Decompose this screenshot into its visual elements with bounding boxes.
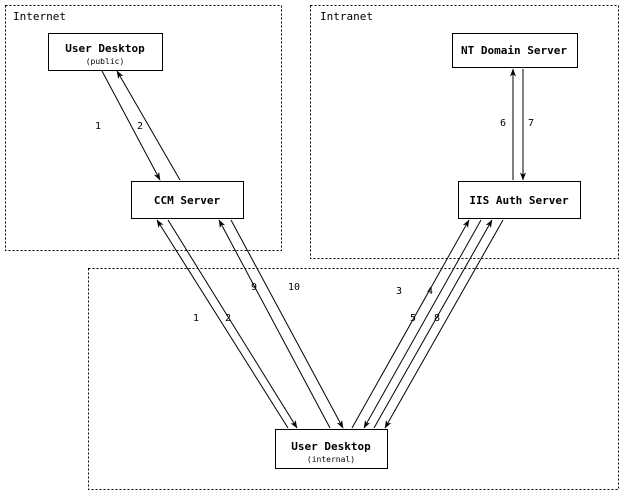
node-title-ccm-server: CCM Server [154, 194, 221, 207]
flow-arrow-flow-3 [351, 219, 470, 429]
zone-boundary-internet [5, 5, 282, 251]
flow-step-label-flow-1-public: 1 [95, 121, 101, 132]
flow-arrow-flow-9 [218, 219, 331, 429]
zone-internet: Internet [5, 5, 282, 251]
flow-step-label-flow-3: 3 [396, 286, 402, 297]
node-box-iis-auth-server[interactable] [458, 181, 581, 219]
flows-layer [101, 68, 526, 429]
node-title-user-desktop-public: User Desktop [65, 42, 145, 55]
zone-intranet: Intranet [310, 5, 619, 259]
node-iis-auth-server[interactable]: IIS Auth Server [458, 181, 581, 219]
node-box-ccm-server[interactable] [131, 181, 244, 219]
flow-arrow-flow-8 [384, 219, 504, 429]
node-ccm-server[interactable]: CCM Server [131, 181, 244, 219]
flow-step-label-flow-4: 4 [427, 286, 433, 297]
flow-step-label-flow-2-internal: 2 [225, 313, 231, 324]
flow-step-label-flow-6: 6 [500, 118, 506, 129]
node-box-nt-domain-server[interactable] [452, 33, 578, 68]
flow-step-label-flow-2-public: 2 [137, 121, 143, 132]
flow-arrow-flow-1-public [101, 70, 161, 181]
flow-arrow-flow-10 [230, 219, 344, 429]
node-title-iis-auth-server: IIS Auth Server [469, 194, 569, 207]
node-user-desktop-public[interactable]: User Desktop (public) [48, 33, 163, 71]
flow-labels-layer: 1 2 6 7 1 2 9 10 3 4 5 8 [95, 118, 534, 324]
node-subtitle-user-desktop-public: (public) [86, 57, 125, 66]
flow-step-label-flow-1-internal: 1 [193, 313, 199, 324]
flow-arrow-flow-4 [363, 219, 482, 429]
flow-arrow-flow-2-internal [167, 219, 298, 429]
flow-arrow-flow-1-internal [156, 219, 289, 429]
flow-step-label-flow-7: 7 [528, 118, 534, 129]
flow-step-label-flow-10: 10 [288, 282, 300, 293]
nodes-layer: User Desktop (public) CCM Server NT Domain … [48, 33, 581, 469]
node-box-user-desktop-public[interactable] [48, 33, 163, 71]
flow-step-label-flow-5: 5 [410, 313, 416, 324]
node-box-user-desktop-internal[interactable] [275, 429, 388, 469]
flow-step-label-flow-8: 8 [434, 313, 440, 324]
node-user-desktop-internal[interactable]: User Desktop (internal) [275, 429, 388, 469]
zone-label-internet: Internet [13, 10, 66, 23]
zones-layer: Internet Intranet [5, 5, 619, 490]
flow-arrow-flow-2-public [116, 70, 181, 181]
node-title-nt-domain-server: NT Domain Server [461, 44, 567, 57]
flow-arrow-flow-5 [373, 219, 493, 429]
zone-label-intranet: Intranet [320, 10, 373, 23]
node-subtitle-user-desktop-internal: (internal) [307, 455, 355, 464]
node-nt-domain-server[interactable]: NT Domain Server [452, 33, 578, 68]
flow-step-label-flow-9: 9 [251, 282, 257, 293]
zone-boundary-intranet [310, 5, 619, 259]
zone-boundary-internal-lan [88, 268, 619, 490]
node-title-user-desktop-internal: User Desktop [291, 440, 371, 453]
zone-internal-lan [88, 268, 619, 490]
